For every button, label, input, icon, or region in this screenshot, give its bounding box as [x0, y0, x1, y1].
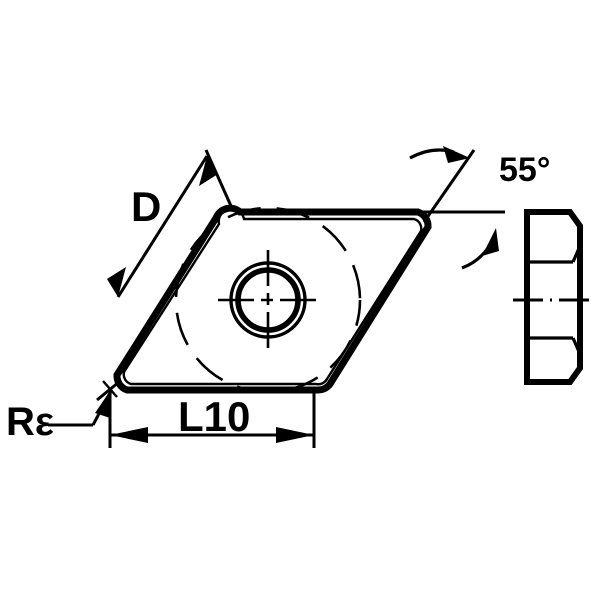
dimension-label-re: Rε [6, 400, 54, 444]
dimension-D-arrow-lower [107, 267, 126, 297]
angle-arc-upper-arrowhead [443, 146, 470, 163]
side-view-outline [524, 209, 583, 385]
angle-dimension-55 [409, 146, 505, 270]
dimension-label-angle: 55° [499, 151, 551, 189]
angle-extension-upper [422, 149, 476, 223]
corner-radius-witness-line [102, 380, 118, 398]
insert-outline-land [122, 207, 423, 386]
dimension-D-extension-top [204, 149, 233, 207]
leader-corner-radius [48, 380, 118, 427]
angle-arc-lower [461, 247, 490, 270]
dimension-L10 [108, 390, 316, 448]
leader-Re-arrowhead [95, 388, 112, 418]
dimension-label-d: D [131, 183, 162, 230]
dimension-label-l10: L10 [178, 393, 251, 440]
dimension-D [96, 149, 233, 402]
dimension-L10-arrow-left [110, 427, 148, 443]
side-view-chamfer-lower [571, 337, 582, 355]
side-view-chamfer-upper [571, 245, 582, 263]
angle-arc-lower-arrowhead [482, 228, 499, 256]
dimension-D-line [116, 155, 209, 298]
dimension-D-extension-bottom [96, 380, 120, 402]
top-view-group [113, 204, 432, 394]
side-view-group [513, 209, 594, 385]
dimension-D-arrow-upper [199, 156, 218, 186]
dimension-L10-arrow-right [276, 427, 314, 443]
